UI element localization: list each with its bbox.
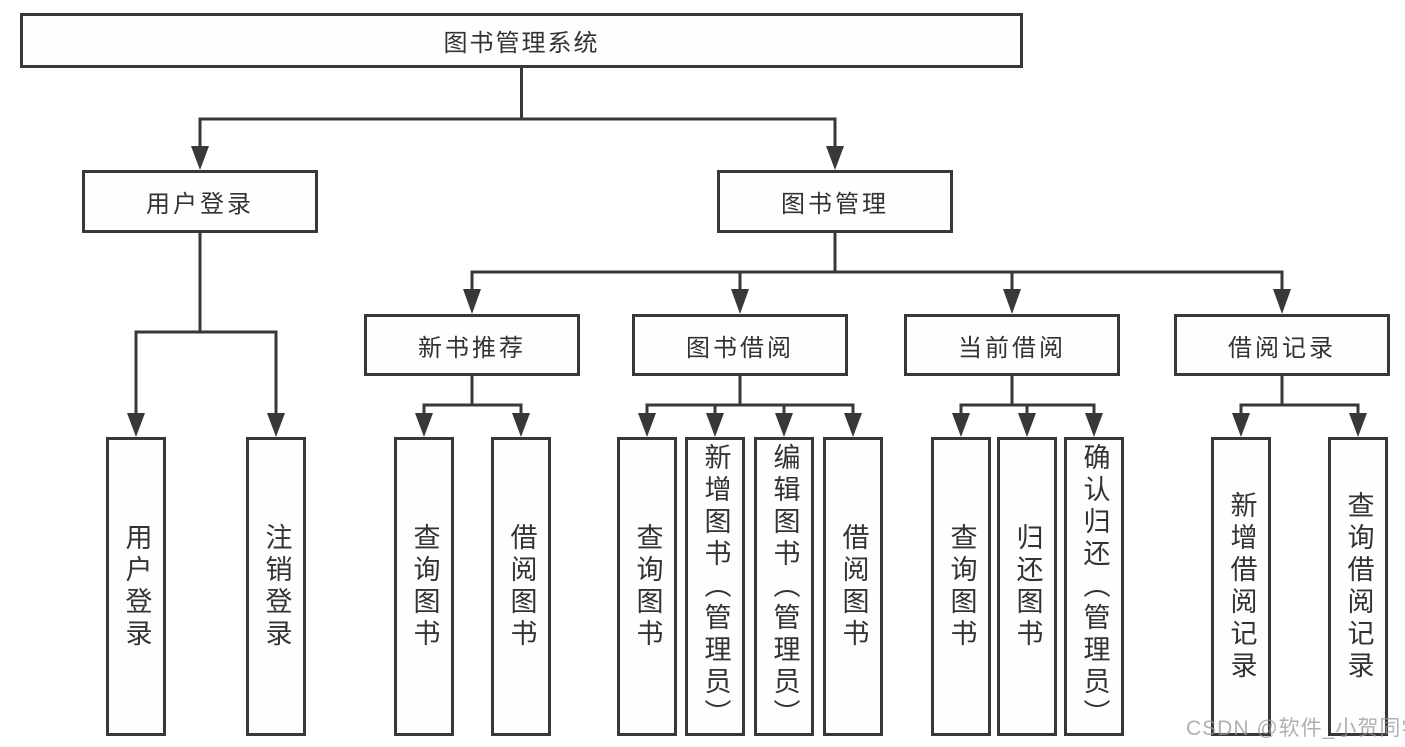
leaf-borrow-books: 借阅图书: [823, 437, 883, 736]
leaf-label: 查询借阅记录: [1343, 490, 1374, 683]
connector-l3-rail: [470, 270, 1284, 289]
node-label: 新书推荐: [418, 334, 526, 362]
arrow-down-icon: [1349, 413, 1367, 437]
node-label: 图书管理系统: [443, 30, 600, 57]
arrow-down-icon: [1085, 413, 1103, 437]
arrow-down-icon: [775, 413, 793, 437]
arrow-down-icon: [826, 146, 844, 170]
leaf-user-login: 用户登录: [106, 437, 166, 736]
leaf-logout: 注销登录: [246, 437, 306, 736]
arrow-down-icon: [1003, 289, 1021, 314]
connector-l2-rail: [198, 117, 837, 146]
leaf-return-books: 归还图书: [997, 437, 1057, 736]
connector-records-rail: [1239, 403, 1360, 413]
leaf-query-books-borrow: 查询图书: [617, 437, 677, 736]
leaf-label: 查询图书: [409, 522, 440, 651]
arrow-down-icon: [415, 413, 433, 437]
leaf-label: 查询图书: [946, 522, 977, 651]
node-current-borrow: 当前借阅: [904, 314, 1120, 376]
arrow-down-icon: [191, 146, 209, 170]
leaf-label: 借阅图书: [838, 522, 869, 651]
connector-recommend-rail: [422, 403, 523, 413]
leaf-add-borrow-record: 新增借阅记录: [1211, 437, 1271, 736]
arrow-down-icon: [706, 413, 724, 437]
leaf-label: 确认归还（管理员）: [1079, 442, 1110, 731]
leaf-confirm-return-admin: 确认归还（管理员）: [1064, 437, 1124, 736]
leaf-borrow-books-recommend: 借阅图书: [491, 437, 551, 736]
node-user-login: 用户登录: [82, 170, 318, 233]
leaf-label: 新增借阅记录: [1226, 490, 1257, 683]
arrow-down-icon: [512, 413, 530, 437]
node-label: 用户登录: [146, 191, 254, 218]
node-borrow-records: 借阅记录: [1174, 314, 1390, 376]
leaf-query-books-current: 查询图书: [931, 437, 991, 736]
node-label: 借阅记录: [1228, 334, 1336, 362]
leaf-label: 用户登录: [121, 522, 152, 651]
connector-userlogin-rail: [134, 330, 278, 413]
arrow-down-icon: [1273, 289, 1291, 314]
arrow-down-icon: [844, 413, 862, 437]
connector-borrow-rail: [645, 403, 855, 413]
leaf-label: 借阅图书: [506, 522, 537, 651]
arrow-down-icon: [638, 413, 656, 437]
csdn-watermark: CSDN @软件_小贺同学: [1186, 717, 1405, 740]
arrow-down-icon: [1232, 413, 1250, 437]
arrow-down-icon: [1018, 413, 1036, 437]
arrow-down-icon: [463, 289, 481, 314]
arrow-down-icon: [731, 289, 749, 314]
node-label: 当前借阅: [958, 334, 1066, 362]
arrow-down-icon: [267, 413, 285, 437]
leaf-label: 注销登录: [261, 522, 292, 651]
leaf-edit-books-admin: 编辑图书（管理员）: [754, 437, 814, 736]
leaf-query-borrow-record: 查询借阅记录: [1328, 437, 1388, 736]
node-book-borrow: 图书借阅: [632, 314, 848, 376]
leaf-label: 编辑图书（管理员）: [769, 442, 800, 731]
node-new-book-recommend: 新书推荐: [364, 314, 580, 376]
leaf-label: 查询图书: [632, 522, 663, 651]
node-label: 图书管理: [781, 191, 889, 218]
node-book-management: 图书管理: [717, 170, 953, 233]
arrow-down-icon: [952, 413, 970, 437]
leaf-label: 新增图书（管理员）: [700, 442, 731, 731]
node-library-management-system: 图书管理系统: [20, 13, 1023, 68]
leaf-add-books-admin: 新增图书（管理员）: [685, 437, 745, 736]
arrow-down-icon: [127, 413, 145, 437]
node-label: 图书借阅: [686, 334, 794, 362]
leaf-query-books-recommend: 查询图书: [394, 437, 454, 736]
leaf-label: 归还图书: [1012, 522, 1043, 651]
